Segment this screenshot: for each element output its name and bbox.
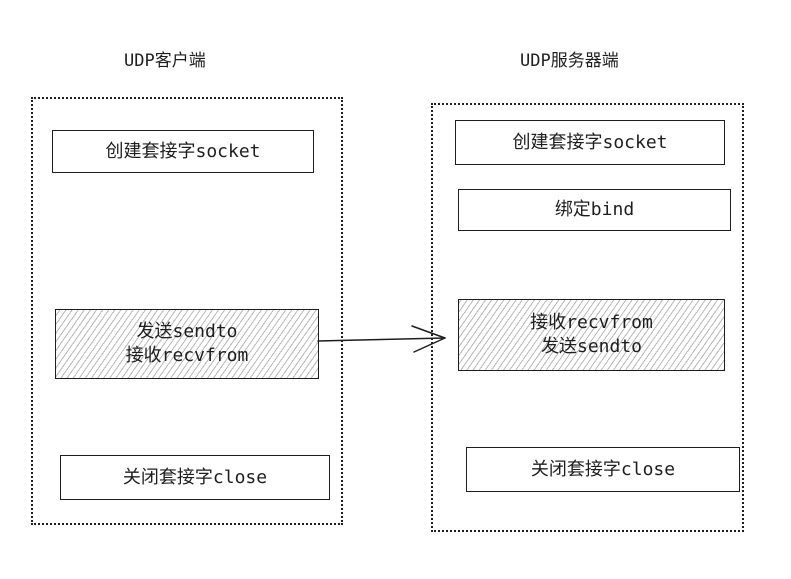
server-group — [431, 103, 744, 532]
server-sendto-label: 发送sendto — [540, 336, 643, 357]
client-group — [31, 97, 343, 525]
server-create-socket-box: 创建套接字socket — [455, 120, 725, 165]
client-sendto-recvfrom-box: 发送sendto 接收recvfrom — [55, 309, 319, 379]
client-close-socket-box: 关闭套接字close — [60, 455, 330, 500]
client-create-socket-label: 创建套接字socket — [105, 140, 261, 162]
client-sendto-label: 发送sendto — [136, 321, 238, 342]
client-create-socket-box: 创建套接字socket — [52, 130, 314, 173]
server-title: UDP服务器端 — [520, 51, 619, 71]
server-recvfrom-sendto-box: 接收recvfrom 发送sendto — [458, 299, 725, 371]
server-create-socket-label: 创建套接字socket — [512, 131, 668, 153]
server-close-socket-label: 关闭套接字close — [530, 458, 676, 480]
server-bind-box: 绑定bind — [458, 189, 731, 231]
client-recvfrom-label: 接收recvfrom — [125, 345, 249, 366]
server-bind-label: 绑定bind — [554, 199, 635, 220]
client-close-socket-label: 关闭套接字close — [122, 466, 268, 488]
server-recvfrom-label: 接收recvfrom — [530, 312, 653, 333]
server-close-socket-box: 关闭套接字close — [466, 447, 740, 492]
client-title: UDP客户端 — [124, 51, 206, 71]
